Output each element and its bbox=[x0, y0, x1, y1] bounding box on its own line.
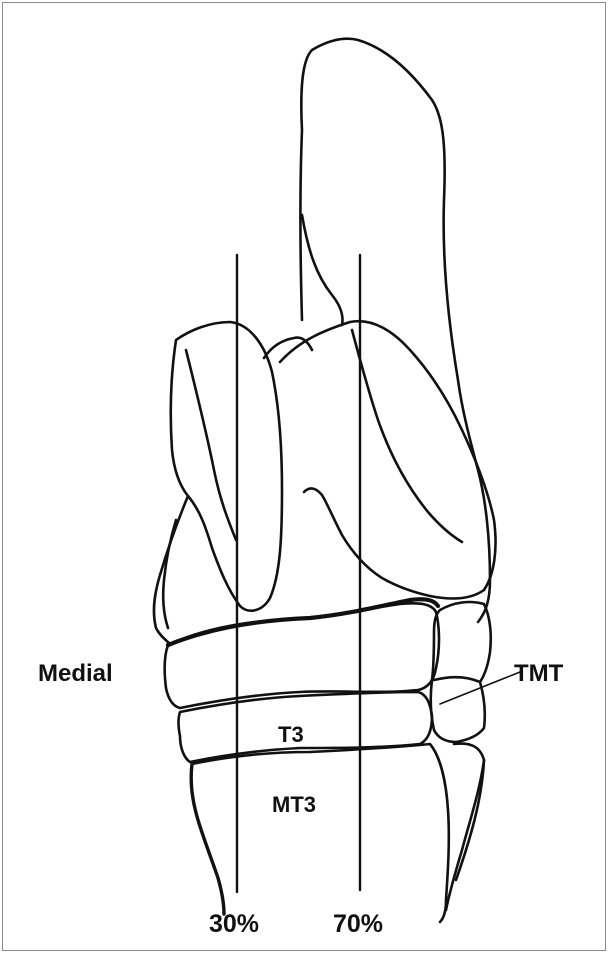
line-30-label: 30% bbox=[209, 910, 259, 939]
fourth-tarsal-bone bbox=[431, 602, 491, 742]
medial-label: Medial bbox=[38, 660, 113, 688]
fourth-tarsal-seam bbox=[434, 677, 480, 682]
tmt-label: TMT bbox=[514, 660, 563, 688]
metatarsal-medial-edge bbox=[191, 764, 224, 914]
mt3-label: MT3 bbox=[272, 792, 316, 818]
metatarsal-lateral-splint bbox=[446, 744, 484, 910]
talus-lateral-ridge bbox=[280, 321, 496, 598]
line-70-label: 70% bbox=[333, 910, 383, 939]
calcaneus-inner-edge bbox=[302, 215, 343, 325]
medial-outline bbox=[154, 496, 188, 644]
talus-lateral-inner-line bbox=[352, 330, 462, 542]
talus-medial-inner-line bbox=[186, 350, 236, 540]
medial-cortex bbox=[163, 520, 176, 628]
t3-label: T3 bbox=[278, 722, 304, 748]
talus-medial-ridge bbox=[171, 322, 282, 611]
third-metatarsal-bone bbox=[192, 744, 449, 922]
central-tarsal-top-thick bbox=[168, 599, 438, 645]
